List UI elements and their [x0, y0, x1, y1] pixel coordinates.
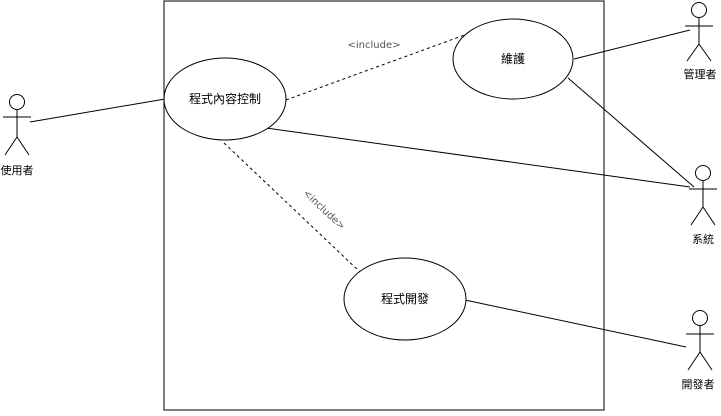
assoc-maintain-system: [567, 77, 695, 188]
actor-developer-label: 開發者: [682, 377, 715, 391]
assoc-user-control: [29, 98, 166, 123]
include-label-top: <include>: [348, 40, 401, 51]
include-label-diagonal: <include>: [301, 188, 347, 232]
use-case-develop-ellipse[interactable]: [343, 257, 467, 341]
actor-user-head: [9, 94, 25, 110]
system-boundary: [163, 0, 605, 411]
actor-user[interactable]: [3, 94, 31, 156]
assoc-maintain-admin: [573, 29, 691, 60]
actor-admin-head: [691, 2, 707, 18]
actor-developer-head: [692, 310, 708, 326]
include-control-develop: [223, 142, 361, 273]
include-control-maintain: [285, 32, 471, 101]
actor-user-label: 使用者: [1, 164, 34, 177]
use-case-develop-label: 程式開發: [381, 291, 429, 306]
use-case-maintain-label: 維護: [501, 51, 525, 66]
assoc-control-system: [265, 127, 691, 188]
actor-system[interactable]: [689, 165, 717, 226]
actor-system-label: 系統: [692, 232, 714, 246]
use-case-control-ellipse[interactable]: [163, 57, 287, 141]
actor-admin[interactable]: [685, 2, 713, 62]
use-case-control-label: 程式內容控制: [189, 91, 261, 106]
actor-admin-label: 管理者: [684, 67, 717, 81]
assoc-develop-developer: [464, 299, 687, 348]
use-case-maintain-ellipse[interactable]: [452, 18, 574, 100]
actor-system-head: [695, 165, 711, 181]
actor-developer[interactable]: [686, 310, 714, 371]
